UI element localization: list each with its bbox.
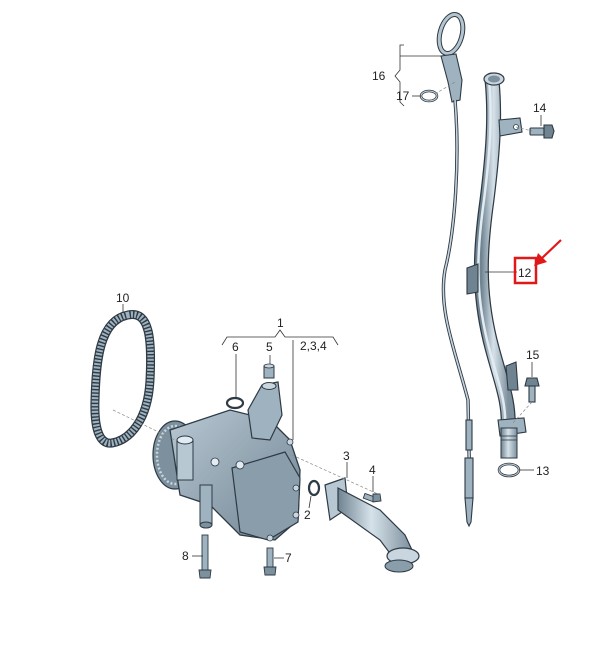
dipstick-guide-tube-part-12: [466, 72, 527, 459]
callout-7: 7: [285, 551, 292, 565]
callout-2: 2: [304, 508, 311, 522]
callout-13: 13: [536, 464, 550, 478]
toothed-belt-part-10: [90, 310, 156, 448]
callout-10: 10: [116, 291, 130, 305]
oil-pickup-tube-part-3: [324, 477, 420, 573]
dipstick-part-16: [436, 11, 474, 528]
callout-17: 17: [396, 89, 410, 103]
bolt-part-4: [362, 492, 382, 503]
callout-14: 14: [533, 101, 547, 115]
highlight-arrow-icon: [534, 239, 562, 266]
o-ring-part-2: [307, 479, 321, 497]
callout-5: 5: [266, 340, 273, 354]
callout-6: 6: [232, 340, 239, 354]
highlight-box-12: [513, 256, 538, 285]
bolt-part-15: [524, 377, 540, 403]
seal-part-6: [225, 396, 245, 410]
callout-15: 15: [526, 348, 540, 362]
callout-4: 4: [369, 463, 376, 477]
bolt-part-14: [529, 124, 555, 139]
callout-8: 8: [182, 549, 189, 563]
callout-12: 12: [518, 266, 532, 280]
oil-pump-part-1: [152, 381, 301, 542]
callout-1: 1: [277, 316, 284, 330]
callout-3: 3: [343, 449, 350, 463]
callout-group-2-3-4: 2,3,4: [300, 339, 327, 353]
bolt-part-7: [263, 547, 277, 576]
bolt-part-8: [198, 534, 212, 579]
sleeve-part-5: [263, 363, 275, 379]
callout-16: 16: [372, 69, 386, 83]
